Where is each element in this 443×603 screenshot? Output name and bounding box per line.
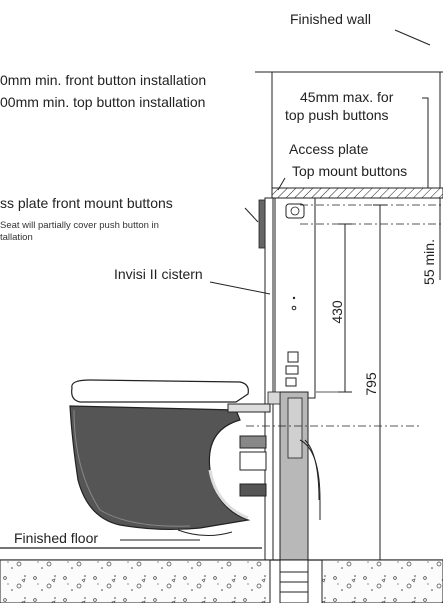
floor-slab-right — [321, 559, 443, 603]
label-finished-floor: Finished floor — [14, 530, 99, 546]
label-front-button-min: 0mm min. front button installation — [0, 72, 207, 88]
toilet-seat — [71, 379, 249, 403]
front-plate-leader — [244, 207, 259, 223]
cistern-leader — [209, 281, 271, 295]
label-finished-wall: Finished wall — [290, 11, 371, 27]
label-max-top-push-1: 45mm max. for — [300, 89, 394, 105]
toilet-bowl — [69, 405, 251, 531]
dim-430: 430 — [329, 300, 345, 324]
label-seat-note-1: Seat will partially cover push button in — [0, 220, 159, 231]
wall-top-hatch — [271, 187, 443, 199]
label-max-top-push-2: top push buttons — [285, 107, 389, 123]
label-front-mount-buttons: ss plate front mount buttons — [0, 195, 173, 211]
finished-wall-leader — [394, 29, 431, 46]
dim-55: 55 min. — [421, 239, 437, 285]
label-top-mount-buttons: Top mount buttons — [292, 163, 408, 179]
label-top-button-min: 00mm min. top button installation — [0, 94, 206, 110]
floor-slab-left — [0, 559, 271, 603]
label-seat-note-2: tallation — [0, 232, 33, 243]
wall-face — [264, 197, 274, 561]
dim-795: 795 — [363, 372, 379, 396]
label-cistern: Invisi II cistern — [114, 266, 203, 282]
label-access-plate: Access plate — [289, 141, 369, 157]
